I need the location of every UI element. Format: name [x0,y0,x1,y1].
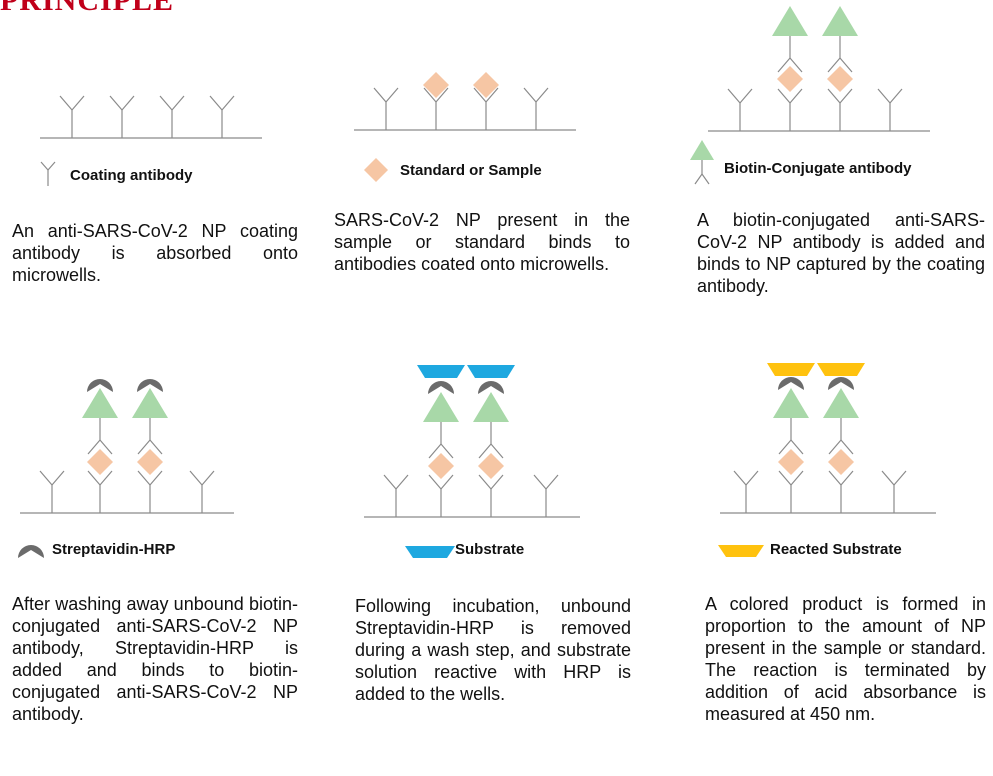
coating-antibody-well-svg [40,95,262,139]
biotin-triangle [132,388,168,418]
sample-antigen [828,449,854,475]
coating-antibody [87,470,113,513]
biotin-triangle [822,6,858,36]
sample-antigen [428,453,454,479]
coating-antibody [877,88,903,131]
legend-label-streptavidin: Streptavidin-HRP [52,541,176,558]
coating-antibody [828,470,854,513]
coating-antibody [137,470,163,513]
coating-antibody [189,470,215,513]
detection-antibody [828,418,854,455]
reacted-substrate [767,363,815,376]
streptavidin-hrp [778,377,804,390]
streptavidin-hrp [428,381,454,394]
coating-antibody-icon [40,161,56,186]
coating-antibody [523,87,549,130]
legend-label-substrate: Substrate [455,541,525,558]
coating-antibody [473,87,499,130]
sample-antigen [478,453,504,479]
coating-antibody [478,474,504,517]
detection-antibody [428,422,454,459]
streptavidin-hrp-icon [18,545,44,558]
coating-antibody [733,470,759,513]
biotin-conjugate-icon [690,140,714,185]
streptavidin-hrp [478,381,504,394]
substrate-icon [405,546,455,558]
detection-antibody [827,36,853,73]
biotin-triangle [772,6,808,36]
coating-antibody [383,474,409,517]
detection-antibody [137,418,163,455]
page-title: PRINCIPLE [0,0,175,17]
detection-antibody [778,418,804,455]
detection-antibody [478,422,504,459]
reacted-substrate-well-svg [720,363,936,514]
coating-antibody [209,95,235,138]
substrate-well-svg [364,365,580,518]
substrate [467,365,515,378]
biotin-triangle [773,388,809,418]
sample-antigen [137,449,163,475]
streptavidin-binding-well-svg [20,379,234,514]
sample-antigen [777,66,803,92]
coating-antibody [778,470,804,513]
sample-antigen [827,66,853,92]
detection-antibody [777,36,803,73]
coating-antibody [881,470,907,513]
coating-antibody [159,95,185,138]
sample-diamond-icon [364,158,388,182]
coating-antibody [39,470,65,513]
sample-antigen [778,449,804,475]
step-5-description: Following incubation, unbound Streptavid… [355,596,631,704]
coating-antibody [109,95,135,138]
coating-antibody [777,88,803,131]
step-6-description: A colored product is formed in proportio… [705,594,986,724]
biotin-triangle [823,388,859,418]
legend-label-reacted: Reacted Substrate [770,541,902,558]
step-1-description: An anti-SARS-CoV-2 NP coating antibody i… [12,221,298,285]
sample-antigen [473,72,499,98]
streptavidin-hrp [827,376,854,390]
biotin-triangle [473,392,509,422]
coating-antibody [727,88,753,131]
step-2-description: SARS-CoV-2 NP present in the sample or s… [334,210,630,274]
step-4-description: After washing away unbound biotin-conjug… [12,594,298,724]
coating-antibody [59,95,85,138]
sample-binding-well-svg [354,72,576,131]
coating-antibody [827,88,853,131]
reacted-substrate [817,363,865,376]
conjugate-binding-well-svg [708,6,930,132]
substrate [417,365,465,378]
legend-label-coating: Coating antibody [70,167,193,184]
legend-label-conjugate: Biotin-Conjugate antibody [724,160,912,177]
streptavidin-hrp [137,379,163,392]
biotin-triangle [423,392,459,422]
coating-antibody [373,87,399,130]
coating-antibody [428,474,454,517]
legend-label-sample: Standard or Sample [400,162,542,179]
coating-antibody [423,87,449,130]
detection-antibody [87,418,113,455]
step-3-description: A biotin-conjugated anti-SARS-CoV-2 NP a… [697,210,985,296]
biotin-triangle [82,388,118,418]
coating-antibody [533,474,559,517]
sample-antigen [423,72,449,98]
streptavidin-hrp [87,379,113,392]
reacted-substrate-icon [718,545,764,557]
sample-antigen [87,449,113,475]
